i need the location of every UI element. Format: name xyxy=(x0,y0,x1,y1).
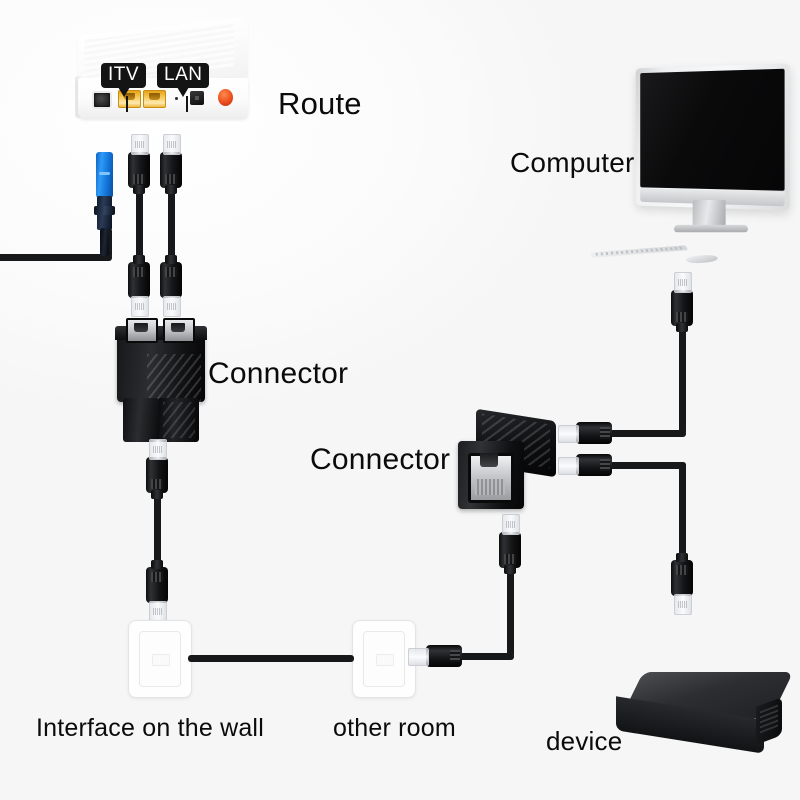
wall-to-wall-cable xyxy=(188,655,354,662)
computer-keyboard xyxy=(591,245,687,257)
fiber-connector-dark-body xyxy=(97,196,112,230)
other-room-label: other room xyxy=(333,714,456,743)
otherroom-uplink-vertical xyxy=(507,565,514,657)
computer-mouse xyxy=(685,254,719,264)
monitor-screen xyxy=(640,69,784,191)
interface-wall-label: Interface on the wall xyxy=(36,714,264,743)
monitor-stand-foot xyxy=(674,225,749,232)
router-power-jack xyxy=(190,91,204,105)
fiber-connector-blue-body xyxy=(96,152,113,198)
computer-cable-a-vertical xyxy=(679,322,686,434)
connector-mid-label: Connector xyxy=(310,443,450,477)
splitter-one-socket-2 xyxy=(163,318,195,343)
splitter-one-body xyxy=(117,334,205,402)
splitter-one-stem-side xyxy=(159,398,199,442)
computer-label: Computer xyxy=(510,147,635,179)
wall-plate-interface xyxy=(128,620,192,698)
lan-port-callout: LAN xyxy=(157,63,209,88)
fiber-trunk-horizontal xyxy=(0,254,112,261)
lan-callout-stem xyxy=(186,96,188,112)
router-lan-ethernet-port xyxy=(143,90,166,108)
itv-callout-stem xyxy=(126,96,128,112)
monitor-stand-neck xyxy=(693,200,726,226)
splitter-two-socket xyxy=(468,453,514,503)
device-box-side-vents xyxy=(756,697,782,745)
route-label: Route xyxy=(278,86,362,122)
router-phone-port xyxy=(92,91,112,109)
router-status-led xyxy=(175,97,178,100)
splitter-one-socket-1 xyxy=(126,318,158,343)
monitor-bezel xyxy=(636,63,790,210)
connector-top-label: Connector xyxy=(208,357,348,391)
itv-callout-label: ITV xyxy=(108,64,139,85)
router-power-button xyxy=(218,89,233,106)
wall-plate-other-room xyxy=(352,620,416,698)
device-label: device xyxy=(546,726,622,757)
lan-callout-label: LAN xyxy=(164,64,202,85)
splitter-one-stem xyxy=(123,398,159,442)
itv-port-callout: ITV xyxy=(101,63,146,88)
fiber-connector-tail xyxy=(100,228,109,256)
